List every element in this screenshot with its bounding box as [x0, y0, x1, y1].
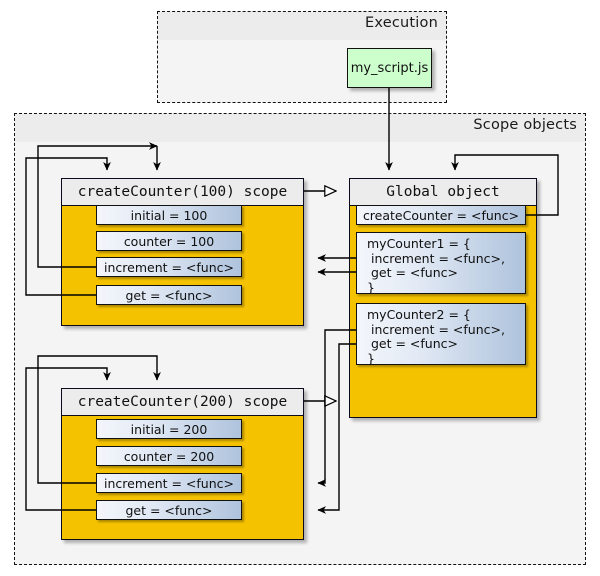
node-create-counter-100-scope-title: createCounter(100) scope	[77, 184, 288, 200]
attr-200-increment[interactable]: increment = <func>	[96, 473, 242, 493]
attr-100-increment[interactable]: increment = <func>	[96, 257, 242, 277]
my-counter-2-line-2: increment = <func>,	[367, 321, 505, 337]
package-scope-objects-header	[15, 114, 585, 142]
attr-global-my-counter-2[interactable]: myCounter2 = { increment = <func>, get =…	[356, 303, 526, 365]
attr-global-my-counter-1[interactable]: myCounter1 = { increment = <func>, get =…	[356, 232, 526, 294]
my-counter-1-line-2: increment = <func>,	[367, 250, 505, 266]
my-counter-2-line-3: get = <func>	[367, 336, 458, 351]
node-create-counter-100-scope-header: createCounter(100) scope	[62, 179, 303, 206]
attr-100-get[interactable]: get = <func>	[96, 285, 242, 305]
node-my-script-js[interactable]: my_script.js	[347, 48, 432, 88]
node-global-object-title: Global object	[386, 184, 500, 200]
node-global-object-header: Global object	[350, 179, 536, 206]
my-counter-1-line-3: get = <func>	[367, 265, 458, 280]
attr-100-initial[interactable]: initial = 100	[96, 205, 242, 225]
node-create-counter-200-scope-header: createCounter(200) scope	[62, 389, 303, 416]
my-counter-1-line-4: }	[367, 279, 375, 295]
attr-200-initial[interactable]: initial = 200	[96, 419, 242, 439]
my-counter-2-line-1: myCounter2 = {	[367, 307, 471, 322]
my-counter-1-line-1: myCounter1 = {	[367, 236, 471, 251]
node-my-script-js-label: my_script.js	[350, 60, 429, 76]
attr-200-get[interactable]: get = <func>	[96, 500, 242, 520]
node-create-counter-200-scope-title: createCounter(200) scope	[77, 394, 288, 410]
attr-global-create-counter[interactable]: createCounter = <func>	[356, 205, 526, 225]
package-execution-header	[158, 12, 446, 40]
package-scope-objects-title: Scope objects	[473, 117, 577, 133]
package-execution-title: Execution	[365, 15, 438, 31]
my-counter-2-line-4: }	[367, 350, 375, 366]
attr-200-counter[interactable]: counter = 200	[96, 446, 242, 466]
attr-100-counter[interactable]: counter = 100	[96, 231, 242, 251]
